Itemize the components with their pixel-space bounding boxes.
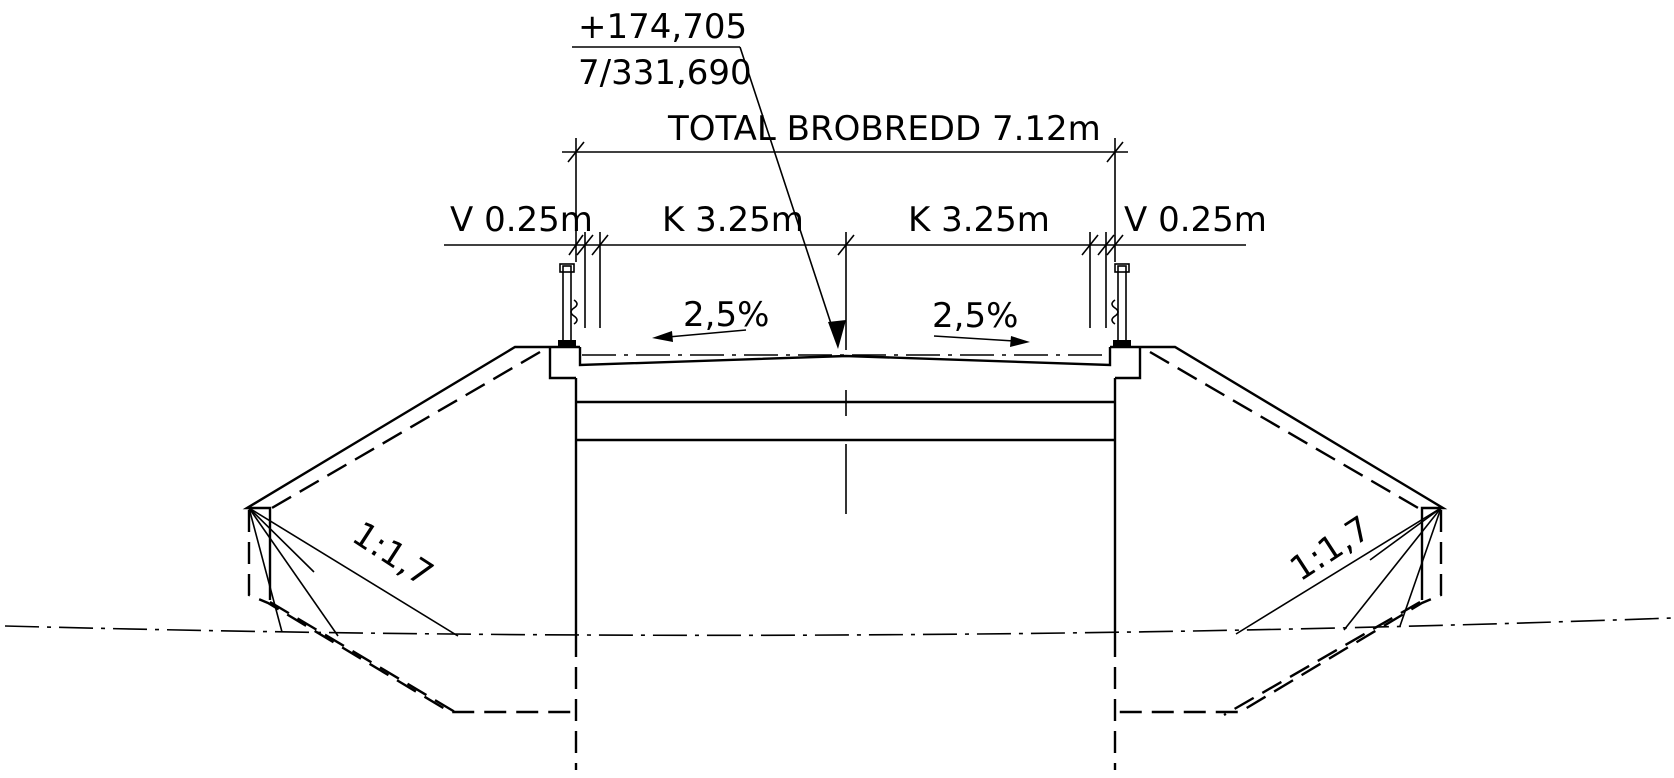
right-embankment-slope-label: 1:1,7 bbox=[1283, 509, 1378, 590]
segment-tick-0 bbox=[568, 234, 584, 256]
station-line-2: 7/331,690 bbox=[578, 53, 752, 93]
station-leader-line bbox=[739, 46, 839, 346]
total-width-tick-left bbox=[567, 141, 585, 163]
segment-tick-4 bbox=[1097, 234, 1115, 256]
left-crossfall-arrow-line bbox=[667, 329, 747, 338]
right-crossfall-arrow-line bbox=[933, 335, 1015, 342]
right-crossfall-label: 2,5% bbox=[932, 296, 1018, 336]
segment-tick-1 bbox=[576, 234, 594, 256]
station-line-1: +174,705 bbox=[578, 7, 747, 47]
terrain-line bbox=[4, 617, 1673, 637]
total-width-label: TOTAL BROBREDD 7.12m bbox=[667, 109, 1101, 149]
left-crossfall-label: 2,5% bbox=[683, 295, 769, 335]
left-embankment bbox=[242, 345, 576, 717]
segment-tick-2 bbox=[591, 234, 609, 256]
total-width-tick-right bbox=[1106, 141, 1124, 163]
segment-tick-3 bbox=[1081, 234, 1099, 256]
left-embankment-slope-label: 1:1,7 bbox=[345, 514, 440, 595]
left-railing bbox=[558, 263, 578, 348]
segment-tick-5 bbox=[1106, 234, 1124, 256]
right-crossfall-arrowhead bbox=[1010, 336, 1030, 347]
bridge-deck bbox=[548, 345, 1142, 442]
right-embankment bbox=[1115, 345, 1448, 717]
right-lane-width-label: K 3.25m bbox=[908, 200, 1050, 240]
segment-tick-center bbox=[837, 234, 855, 256]
left-lane-width-label: K 3.25m bbox=[662, 200, 804, 240]
right-railing bbox=[1111, 263, 1131, 348]
station-leader-arrow bbox=[828, 320, 846, 349]
right-edge-width-label: V 0.25m bbox=[1124, 200, 1267, 240]
left-edge-width-label: V 0.25m bbox=[450, 200, 593, 240]
left-crossfall-arrowhead bbox=[652, 331, 673, 342]
